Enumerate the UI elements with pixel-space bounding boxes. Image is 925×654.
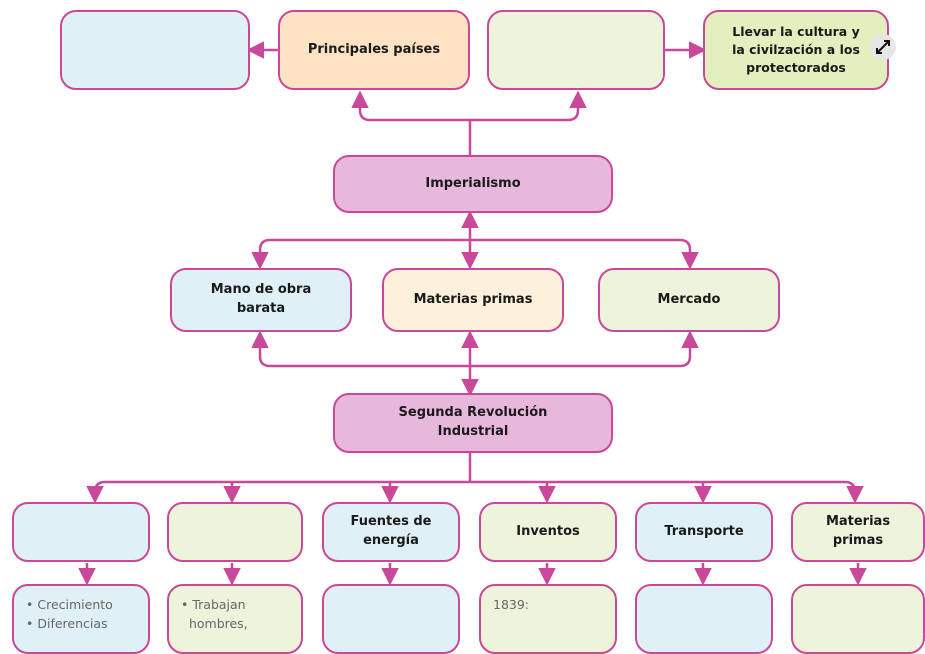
detail-box-2: • Trabajan hombres, [167,584,303,654]
expand-glyph-icon [876,40,890,54]
node-transporte: Transporte [635,502,773,562]
node-bottom-blank-1 [12,502,150,562]
connector-lines [78,41,867,586]
node-top-blank-green [487,10,665,90]
node-principales-paises: Principales países [278,10,470,90]
detail-box-4: 1839: [479,584,617,654]
detail-box-1: • Crecimiento • Diferencias [12,584,150,654]
detail-box-6 [791,584,925,654]
detail-box-3 [322,584,460,654]
detail-box-5 [635,584,773,654]
node-mercado: Mercado [598,268,780,332]
node-inventos: Inventos [479,502,617,562]
node-materias-primas-2: Materias primas [791,502,925,562]
node-mano-de-obra: Mano de obra barata [170,268,352,332]
expand-arrows-icon[interactable] [870,34,896,60]
node-imperialismo: Imperialismo [333,155,613,213]
node-top-blank-blue [60,10,250,90]
node-llevar-cultura: Llevar la cultura y la civilzación a los… [703,10,889,90]
node-fuentes-energia: Fuentes de energía [322,502,460,562]
node-materias-primas: Materias primas [382,268,564,332]
node-segunda-revolucion: Segunda Revolución Industrial [333,393,613,453]
node-bottom-blank-2 [167,502,303,562]
